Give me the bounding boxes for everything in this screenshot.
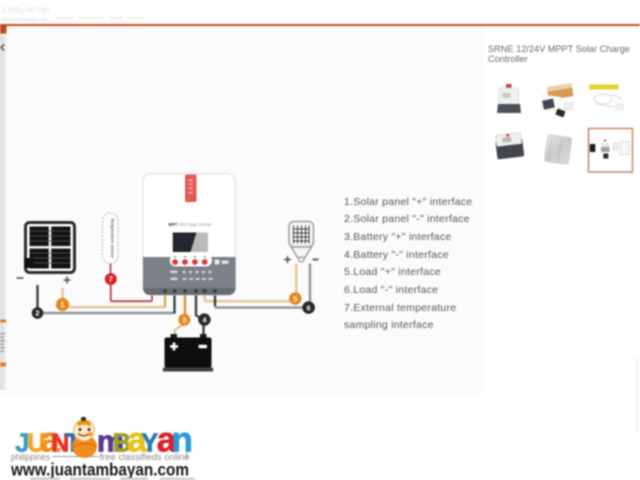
svg-text:a: a (34, 6, 39, 15)
svg-text:J: J (15, 430, 29, 458)
svg-text:B: B (30, 6, 36, 15)
svg-text:Temperature sensor: Temperature sensor (110, 218, 115, 258)
svg-text:U: U (27, 430, 45, 458)
svg-text:MPPT Solar Charge Controller: MPPT Solar Charge Controller (169, 222, 212, 227)
svg-text:7: 7 (109, 275, 113, 284)
svg-text:a: a (40, 421, 60, 460)
svg-text:a: a (127, 421, 147, 460)
svg-text:J: J (1, 6, 5, 15)
svg-text:n: n (172, 421, 193, 460)
svg-text:Y: Y (37, 6, 43, 15)
svg-text:m: m (26, 6, 33, 15)
svg-text:5: 5 (293, 294, 297, 303)
svg-text:a: a (157, 421, 177, 460)
svg-text:N: N (51, 430, 69, 458)
svg-text:B: B (113, 430, 131, 458)
svg-text:3: 3 (182, 315, 186, 324)
svg-text:1: 1 (60, 300, 64, 309)
svg-text:www.juantambayan.com: www.juantambayan.com (10, 460, 189, 480)
svg-text:a: a (41, 6, 46, 15)
svg-text:Y: Y (141, 430, 158, 458)
svg-text:U: U (5, 6, 11, 15)
svg-text:m: m (97, 424, 125, 459)
svg-text:4: 4 (202, 315, 207, 324)
svg-text:N: N (12, 6, 18, 15)
svg-text:free classifieds online: free classifieds online (100, 452, 190, 462)
svg-text:.com: .com (185, 450, 190, 459)
svg-text:philippines: philippines (11, 452, 50, 462)
svg-text:T: T (15, 6, 20, 15)
svg-text:www.juantambayan.com: www.juantambayan.com (0, 17, 47, 24)
svg-text:a: a (8, 6, 13, 15)
svg-text:6: 6 (307, 303, 311, 312)
svg-text:2: 2 (35, 309, 39, 318)
svg-text:n: n (45, 6, 50, 15)
